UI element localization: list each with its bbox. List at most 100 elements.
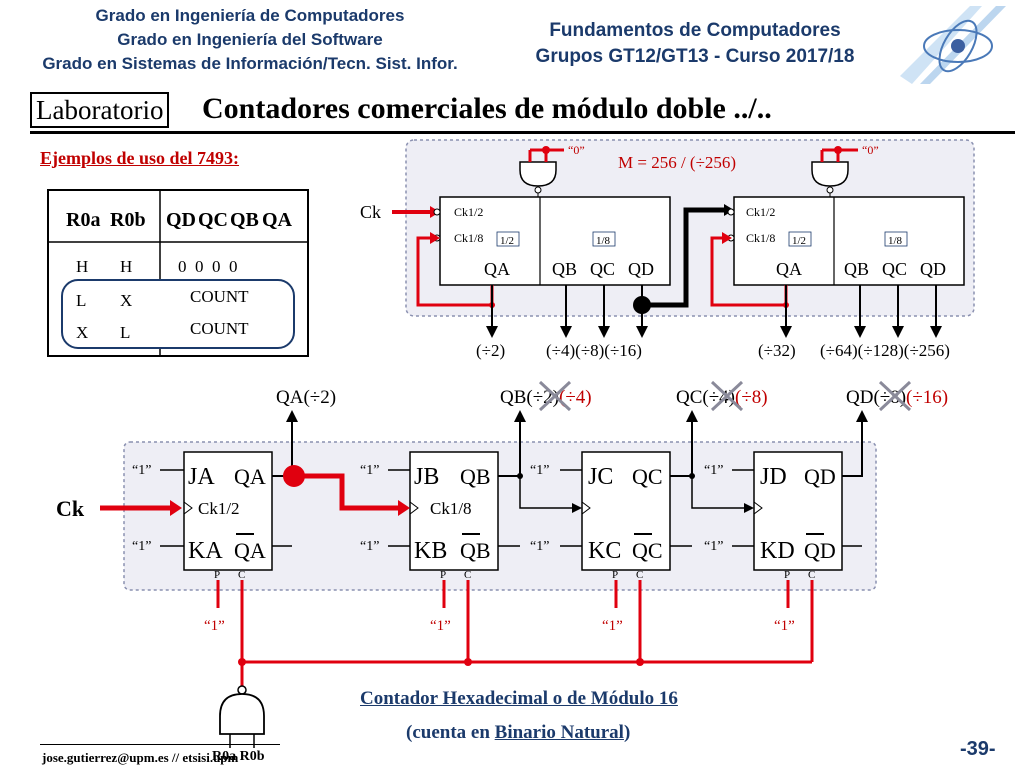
ffc-p: P — [612, 569, 618, 581]
top-left-div2: (÷2) — [476, 341, 505, 360]
out-label-qd: QD(÷8)(÷16) — [846, 387, 948, 408]
ffd-p: P — [784, 569, 790, 581]
chip2-ck18: Ck1/8 — [746, 231, 775, 245]
ffc-k: KC — [588, 538, 621, 564]
chip2-reset-gate-icon — [811, 161, 849, 187]
flipflop-b: JB QB Ck1/8 KB QB P C — [409, 451, 499, 581]
top-ck-label: Ck — [360, 202, 381, 222]
ffa-clk: Ck1/2 — [198, 499, 240, 518]
ffa-q: QA — [234, 464, 266, 489]
ffd-j-one: “1” — [704, 463, 723, 478]
ffb-clk: Ck1/8 — [430, 499, 472, 518]
ffb-k-one: “1” — [360, 539, 379, 554]
out-label-qc: QC(÷4)(÷8) — [676, 387, 768, 408]
header-qa: QA — [262, 209, 293, 231]
ffd-k-one: “1” — [704, 539, 723, 554]
chip1-ck12: Ck1/2 — [454, 205, 483, 219]
caption-subtitle: (cuenta en Binario Natural) — [406, 722, 630, 744]
flipflop-c: JC QC KC QC P C — [581, 451, 671, 581]
ffa-k: KA — [188, 538, 223, 564]
out-label-qa: QA(÷2) — [276, 387, 336, 408]
ffc-j-one: “1” — [530, 463, 549, 478]
top-right-divs: (÷64)(÷128)(÷256) — [820, 341, 950, 360]
ffa-qn: QA — [234, 538, 266, 563]
count-highlight-box — [61, 279, 295, 349]
ffb-j-one: “1” — [360, 463, 379, 478]
degree-line-1: Grado en Ingeniería de Computadores — [95, 6, 405, 25]
header-r0b: R0b — [110, 209, 146, 231]
chip2-zero: “0” — [862, 143, 879, 157]
footer-rule — [40, 744, 280, 745]
degree-line-3: Grado en Sistemas de Información/Tecn. S… — [42, 54, 458, 73]
ffd-k: KD — [760, 538, 795, 564]
chip2-qa: QA — [776, 259, 802, 279]
chip2-ck12: Ck1/2 — [746, 205, 775, 219]
flipflop-d: JD QD KD QD P C — [753, 451, 843, 581]
ffa-p: P — [214, 569, 220, 581]
ffd-p-one: “1” — [774, 618, 795, 634]
reset-nand-gate-icon — [219, 693, 265, 735]
ffd-qn: QD — [804, 538, 836, 563]
title-divider — [30, 131, 1015, 134]
ffc-qn: QC — [632, 538, 663, 563]
ffb-qn: QB — [460, 538, 491, 563]
row3-r0b: L — [120, 323, 130, 342]
preset-lines — [216, 580, 790, 608]
subject-groups: Grupos GT12/GT13 - Curso 2017/18 — [535, 46, 855, 67]
degree-line-2: Grado en Ingeniería del Software — [117, 30, 383, 49]
slide-title: Contadores comerciales de módulo doble .… — [202, 92, 772, 125]
jk-counter-diagram: QA(÷2) QB(÷2)(÷4) QC(÷4)(÷8) QD(÷8)(÷16)… — [56, 380, 948, 764]
caption-suffix: ) — [623, 722, 631, 743]
chip1-qa: QA — [484, 259, 510, 279]
ffa-k-one: “1” — [132, 539, 151, 554]
counter-chip-2: Ck1/2 Ck1/8 1/2 1/8 QA QB QC QD “0” — [727, 143, 965, 286]
row3-output: COUNT — [190, 319, 249, 338]
chip1-reset-gate-icon — [519, 161, 557, 187]
ffb-j: JB — [414, 464, 439, 490]
header-r0a: R0a — [66, 209, 100, 231]
ffb-p-one: “1” — [430, 618, 451, 634]
ffc-k-one: “1” — [530, 539, 549, 554]
ffa-c: C — [238, 569, 245, 581]
chip2-eighth: 1/8 — [888, 235, 903, 247]
chip1-zero: “0” — [568, 143, 585, 157]
ffd-j: JD — [760, 464, 787, 490]
clear-bus — [240, 580, 814, 686]
ffa-j-one: “1” — [132, 463, 151, 478]
footer-email: jose.gutierrez@upm.es // etsisi.upm — [42, 750, 239, 765]
row2-r0b: X — [120, 291, 132, 310]
chip2-qc: QC — [882, 259, 907, 279]
caption-link: Binario Natural — [494, 722, 624, 743]
bottom-ck-label: Ck — [56, 496, 85, 521]
chip2-qd: QD — [920, 259, 946, 279]
caption-prefix: (cuenta en — [406, 722, 495, 743]
slide-title-row: Laboratorio Contadores comerciales de mó… — [30, 92, 1020, 132]
top-cascade-diagram: Ck Ck1/2 Ck1/8 1/2 1/8 QA QB QC QD — [360, 139, 975, 360]
modulus-label: M = 256 / (÷256) — [618, 153, 736, 172]
chip1-eighth: 1/8 — [596, 235, 611, 247]
counter-chip-1: Ck1/2 Ck1/8 1/2 1/8 QA QB QC QD “0” — [433, 143, 671, 286]
course-header: Grado en Ingeniería de Computadores Grad… — [0, 4, 500, 76]
row1-output: 0 0 0 0 — [178, 257, 238, 276]
header-qb: QB — [230, 209, 259, 231]
chip2-half: 1/2 — [792, 235, 806, 247]
flipflop-a: JA QA Ck1/2 KA QA P C — [183, 451, 273, 581]
ffc-c: C — [636, 569, 643, 581]
ffc-q: QC — [632, 464, 663, 489]
page-number: -39- — [960, 738, 996, 760]
chip1-qc: QC — [590, 259, 615, 279]
ffc-j: JC — [588, 464, 613, 490]
section-tag: Laboratorio — [30, 92, 170, 128]
ffc-p-one: “1” — [602, 618, 623, 634]
row1-r0a: H — [76, 257, 88, 276]
examples-label: Ejemplos de uso del 7493: — [40, 148, 240, 168]
subject-header: Fundamentos de Computadores Grupos GT12/… — [500, 18, 890, 70]
top-left-divs: (÷4)(÷8)(÷16) — [546, 341, 642, 360]
chip2-qb: QB — [844, 259, 869, 279]
reset-inputs-label: R0a R0b — [212, 749, 265, 764]
truth-table: R0a R0b QD QC QB QA H H 0 0 0 0 L X COUN… — [47, 189, 309, 357]
top-right-div32: (÷32) — [758, 341, 796, 360]
ffd-c: C — [808, 569, 815, 581]
university-logo-icon — [900, 6, 1016, 84]
chip1-ck18: Ck1/8 — [454, 231, 483, 245]
